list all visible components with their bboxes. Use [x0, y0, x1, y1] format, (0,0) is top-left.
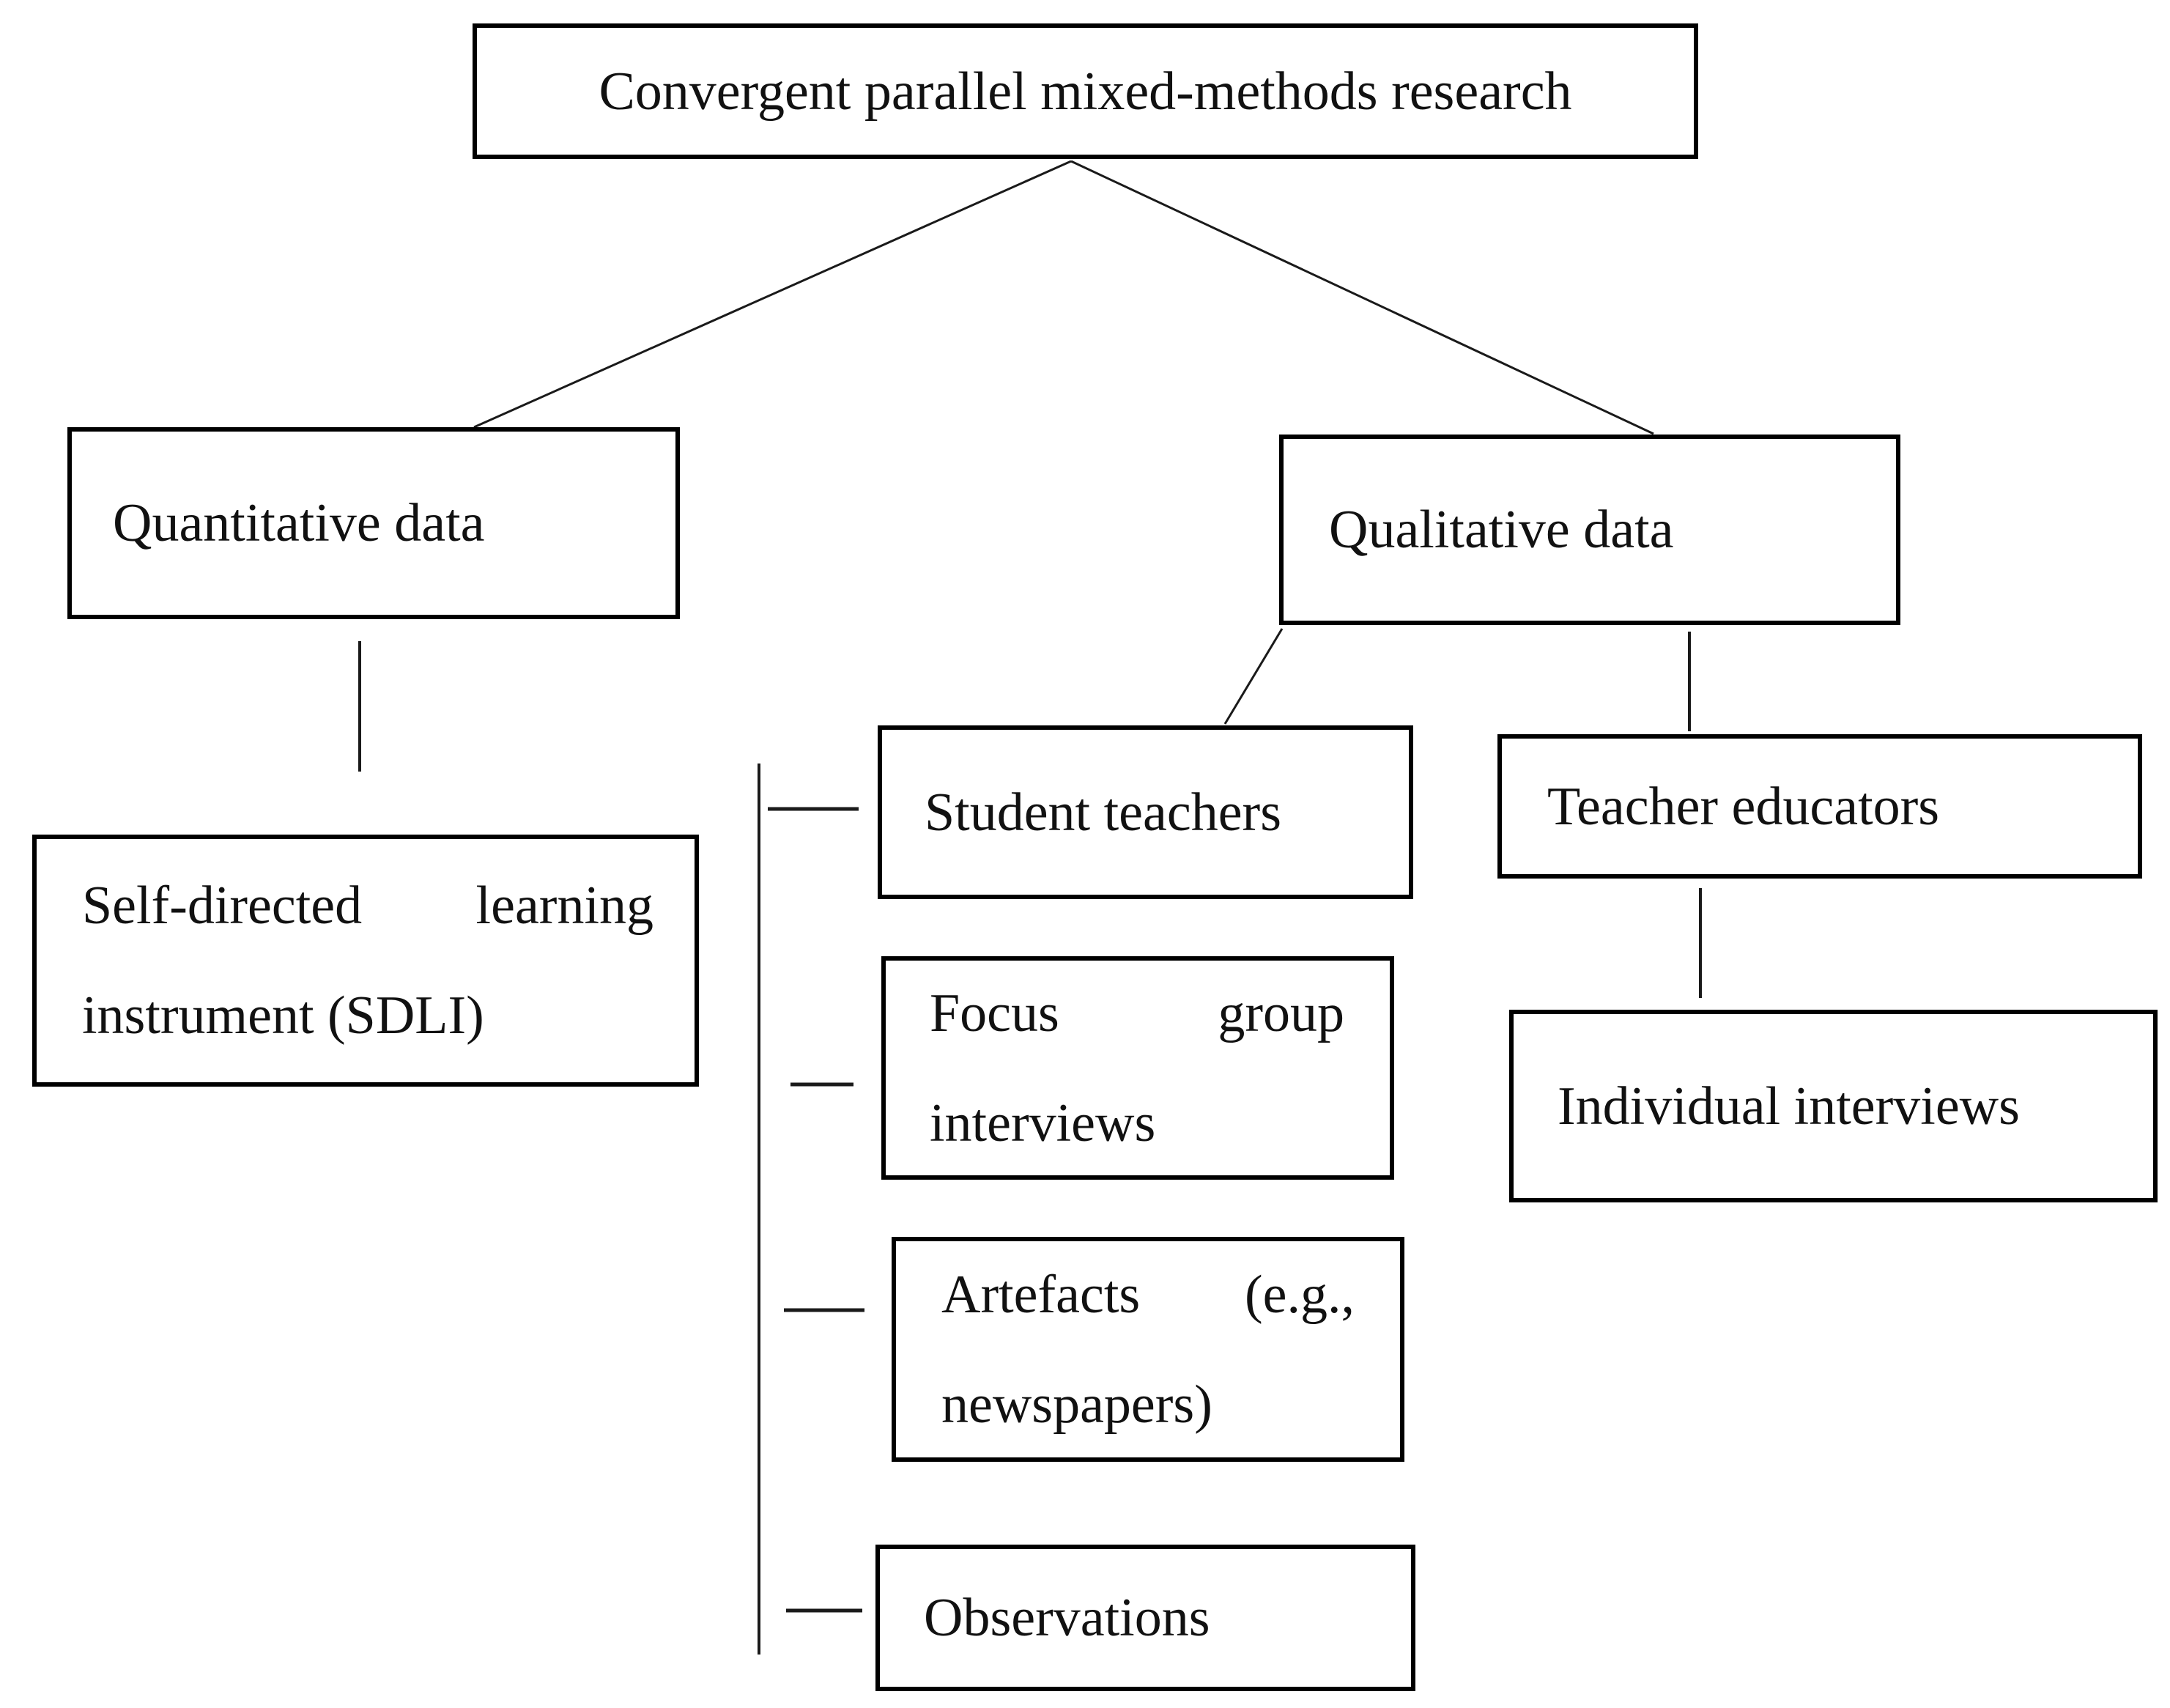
- node-focus-group-interviews: Focus group interviews: [881, 956, 1394, 1180]
- node-sdli-line1-word1: Self-directed: [82, 876, 363, 936]
- node-artefacts: Artefacts (e.g., newspapers): [892, 1237, 1404, 1462]
- node-qualitative-label: Qualitative data: [1329, 500, 1674, 560]
- node-individual-interviews-label: Individual interviews: [1558, 1076, 2020, 1136]
- node-observations-label: Observations: [924, 1588, 1210, 1648]
- node-quantitative-label: Quantitative data: [113, 493, 485, 553]
- node-focus-line1-word1: Focus: [930, 983, 1059, 1043]
- node-artefacts-line1-word2: (e.g.,: [1245, 1264, 1355, 1325]
- node-student-teachers-label: Student teachers: [925, 782, 1281, 843]
- node-student-teachers: Student teachers: [878, 725, 1413, 899]
- node-sdli-instrument: Self-directed learning instrument (SDLI): [32, 835, 699, 1087]
- node-teacher-educators-label: Teacher educators: [1547, 776, 1940, 837]
- node-sdli-line2: instrument (SDLI): [82, 986, 484, 1046]
- node-teacher-educators: Teacher educators: [1497, 734, 2142, 879]
- node-focus-line1-word2: group: [1218, 983, 1344, 1043]
- node-quantitative-data: Quantitative data: [67, 427, 680, 619]
- edge-root-to-quantitative: [473, 160, 1072, 429]
- node-focus-line2: interviews: [930, 1093, 1156, 1153]
- node-sdli-line1-word2: learning: [475, 876, 653, 936]
- edge-qualitative-to-student-teachers: [1223, 628, 1284, 725]
- node-artefacts-line1-word1: Artefacts: [941, 1264, 1141, 1325]
- node-focus-line1: Focus group: [930, 958, 1344, 1068]
- node-qualitative-data: Qualitative data: [1279, 435, 1900, 625]
- node-artefacts-line1: Artefacts (e.g.,: [941, 1240, 1355, 1350]
- node-sdli-line1: Self-directed learning: [82, 851, 653, 961]
- node-root-label: Convergent parallel mixed-methods resear…: [599, 61, 1572, 122]
- node-artefacts-line2: newspapers): [941, 1374, 1212, 1435]
- edge-root-to-qualitative: [1070, 160, 1654, 435]
- node-observations: Observations: [875, 1545, 1415, 1691]
- node-individual-interviews: Individual interviews: [1509, 1010, 2158, 1202]
- node-root-title: Convergent parallel mixed-methods resear…: [473, 23, 1698, 159]
